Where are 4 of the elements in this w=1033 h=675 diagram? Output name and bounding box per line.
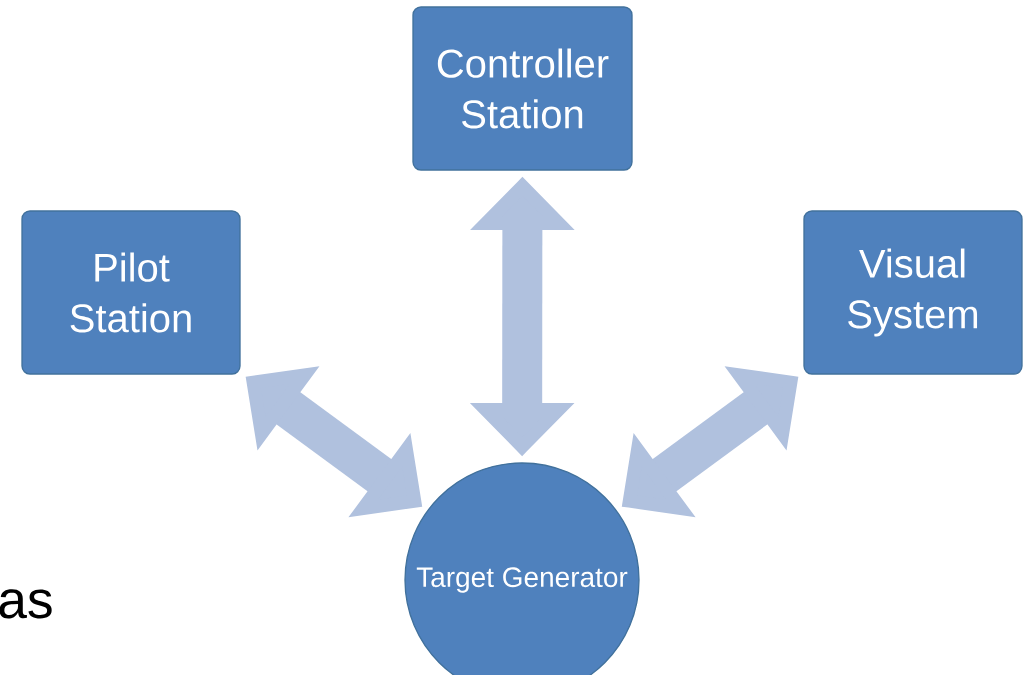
- process-box: Visual System: [803, 210, 1023, 375]
- process-box: Controller Station: [412, 6, 633, 171]
- process-box: Pilot Station: [21, 210, 241, 375]
- slide-text: as: [0, 589, 52, 619]
